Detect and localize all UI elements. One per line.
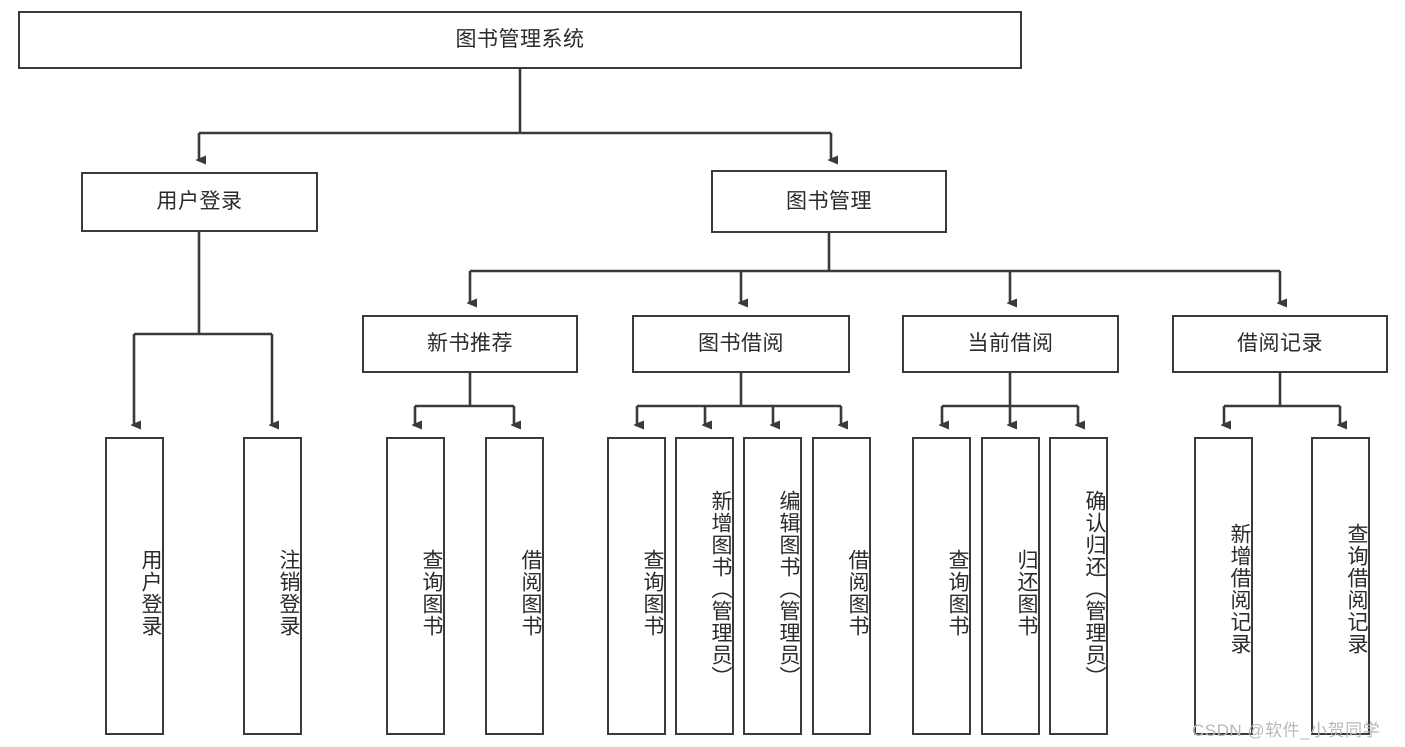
node-new-book-recommend[interactable]: 新书推荐: [362, 315, 578, 373]
node-book-borrow[interactable]: 图书借阅: [632, 315, 850, 373]
leaf-current-borrow-query-book[interactable]: 查询图书: [912, 437, 971, 735]
leaf-current-borrow-return-book[interactable]: 归还图书: [981, 437, 1040, 735]
leaf-book-borrow-query-book[interactable]: 查询图书: [607, 437, 666, 735]
leaf-book-borrow-add-book-admin[interactable]: 新增图书（管理员）: [675, 437, 734, 735]
node-borrow-record[interactable]: 借阅记录: [1172, 315, 1388, 373]
leaf-current-borrow-confirm-return-admin[interactable]: 确认归还（管理员）: [1049, 437, 1108, 735]
leaf-borrow-record-query-record[interactable]: 查询借阅记录: [1311, 437, 1370, 735]
node-root-book-management-system[interactable]: 图书管理系统: [18, 11, 1022, 69]
leaf-user-login-signin[interactable]: 用户登录: [105, 437, 164, 735]
leaf-new-book-query-book[interactable]: 查询图书: [386, 437, 445, 735]
node-book-management[interactable]: 图书管理: [711, 170, 947, 233]
leaf-book-borrow-edit-book-admin[interactable]: 编辑图书（管理员）: [743, 437, 802, 735]
leaf-new-book-borrow-book[interactable]: 借阅图书: [485, 437, 544, 735]
leaf-borrow-record-add-record[interactable]: 新增借阅记录: [1194, 437, 1253, 735]
csdn-watermark: CSDN @软件_小贺同学: [1192, 721, 1381, 740]
leaf-user-login-signout[interactable]: 注销登录: [243, 437, 302, 735]
leaf-book-borrow-borrow-book[interactable]: 借阅图书: [812, 437, 871, 735]
node-current-borrow[interactable]: 当前借阅: [902, 315, 1119, 373]
node-user-login[interactable]: 用户登录: [81, 172, 318, 232]
